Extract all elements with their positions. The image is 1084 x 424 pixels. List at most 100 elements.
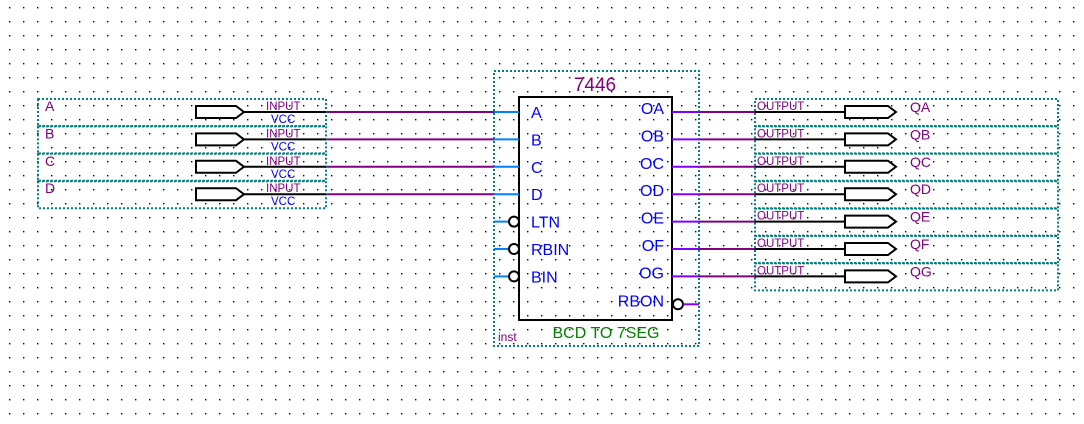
output-port-selection-box[interactable] xyxy=(754,152,1059,182)
grid-dot xyxy=(569,35,571,37)
output-port-selection-box[interactable] xyxy=(754,207,1059,237)
grid-dot xyxy=(611,133,613,135)
grid-dot xyxy=(457,119,459,121)
chip-pin-c[interactable]: C xyxy=(494,160,543,177)
chip-pin-d[interactable]: D xyxy=(494,187,543,204)
grid-dot xyxy=(961,413,963,415)
grid-dot xyxy=(555,147,557,149)
output-port-selection-box[interactable] xyxy=(754,98,1059,127)
grid-dot xyxy=(275,63,277,65)
output-port-selection-box[interactable] xyxy=(754,125,1059,155)
grid-dot xyxy=(667,273,669,275)
chip-pin-ltn[interactable]: LTN xyxy=(494,215,560,232)
grid-dot xyxy=(1073,231,1075,233)
grid-dot xyxy=(737,259,739,261)
output-port-selection-box[interactable] xyxy=(754,180,1059,210)
chip-part-name: 7446 xyxy=(574,75,616,96)
grid-dot xyxy=(457,63,459,65)
grid-dot xyxy=(415,343,417,345)
chip-selection-box[interactable] xyxy=(493,70,700,347)
grid-dot xyxy=(275,161,277,163)
chip-pin-oc[interactable]: OC xyxy=(640,156,699,173)
grid-dot xyxy=(947,63,949,65)
grid-dot xyxy=(555,203,557,205)
output-port-selection-box[interactable] xyxy=(754,235,1059,264)
grid-dot xyxy=(23,385,25,387)
grid-dot xyxy=(639,259,641,261)
grid-dot xyxy=(583,371,585,373)
grid-dot xyxy=(23,77,25,79)
grid-dot xyxy=(79,133,81,135)
grid-dot xyxy=(247,119,249,121)
grid-dot xyxy=(961,399,963,401)
grid-dot xyxy=(639,105,641,107)
grid-dot xyxy=(933,385,935,387)
grid-dot xyxy=(233,217,235,219)
grid-dot xyxy=(919,287,921,289)
grid-dot xyxy=(653,259,655,261)
grid-dot xyxy=(317,231,319,233)
chip-pin-rbon[interactable]: RBON xyxy=(618,293,699,311)
chip-pin-of[interactable]: OF xyxy=(642,238,699,255)
chip-pin-oe[interactable]: OE xyxy=(641,211,699,228)
grid-dot xyxy=(611,329,613,331)
chip-pin-og[interactable]: OG xyxy=(639,265,699,282)
grid-dot xyxy=(723,105,725,107)
grid-dot xyxy=(989,301,991,303)
grid-dot xyxy=(849,91,851,93)
grid-dot xyxy=(765,287,767,289)
output-port-selection-box[interactable] xyxy=(754,262,1059,292)
grid-dot xyxy=(317,49,319,51)
chip-pin-b[interactable]: B xyxy=(494,132,542,149)
grid-dot xyxy=(205,63,207,65)
chip-pin-od[interactable]: OD xyxy=(640,183,699,200)
grid-dot xyxy=(1073,63,1075,65)
grid-dot xyxy=(219,413,221,415)
grid-dot xyxy=(331,371,333,373)
grid-dot xyxy=(905,63,907,65)
grid-dot xyxy=(177,63,179,65)
grid-dot xyxy=(1073,329,1075,331)
grid-dot xyxy=(835,245,837,247)
chip-body[interactable] xyxy=(518,96,673,321)
grid-dot xyxy=(429,147,431,149)
chip-pin-rbin[interactable]: RBIN xyxy=(494,242,569,259)
grid-dot xyxy=(191,63,193,65)
grid-dot xyxy=(177,343,179,345)
grid-dot xyxy=(387,343,389,345)
grid-dot xyxy=(527,231,529,233)
grid-dot xyxy=(485,91,487,93)
grid-dot xyxy=(79,287,81,289)
grid-dot xyxy=(1045,315,1047,317)
grid-dot xyxy=(709,161,711,163)
grid-dot xyxy=(457,231,459,233)
grid-dot xyxy=(149,77,151,79)
grid-dot xyxy=(989,399,991,401)
grid-dot xyxy=(9,105,11,107)
grid-dot xyxy=(1045,7,1047,9)
grid-dot xyxy=(9,231,11,233)
chip-pin-ob[interactable]: OB xyxy=(641,128,699,145)
grid-dot xyxy=(919,259,921,261)
grid-dot xyxy=(569,147,571,149)
grid-dot xyxy=(877,91,879,93)
grid-dot xyxy=(205,203,207,205)
grid-dot xyxy=(107,35,109,37)
grid-dot xyxy=(751,329,753,331)
chip-pin-a[interactable]: A xyxy=(494,105,542,122)
chip-pin-bin[interactable]: BIN xyxy=(494,269,558,286)
chip-pin-oa[interactable]: OA xyxy=(641,101,699,118)
